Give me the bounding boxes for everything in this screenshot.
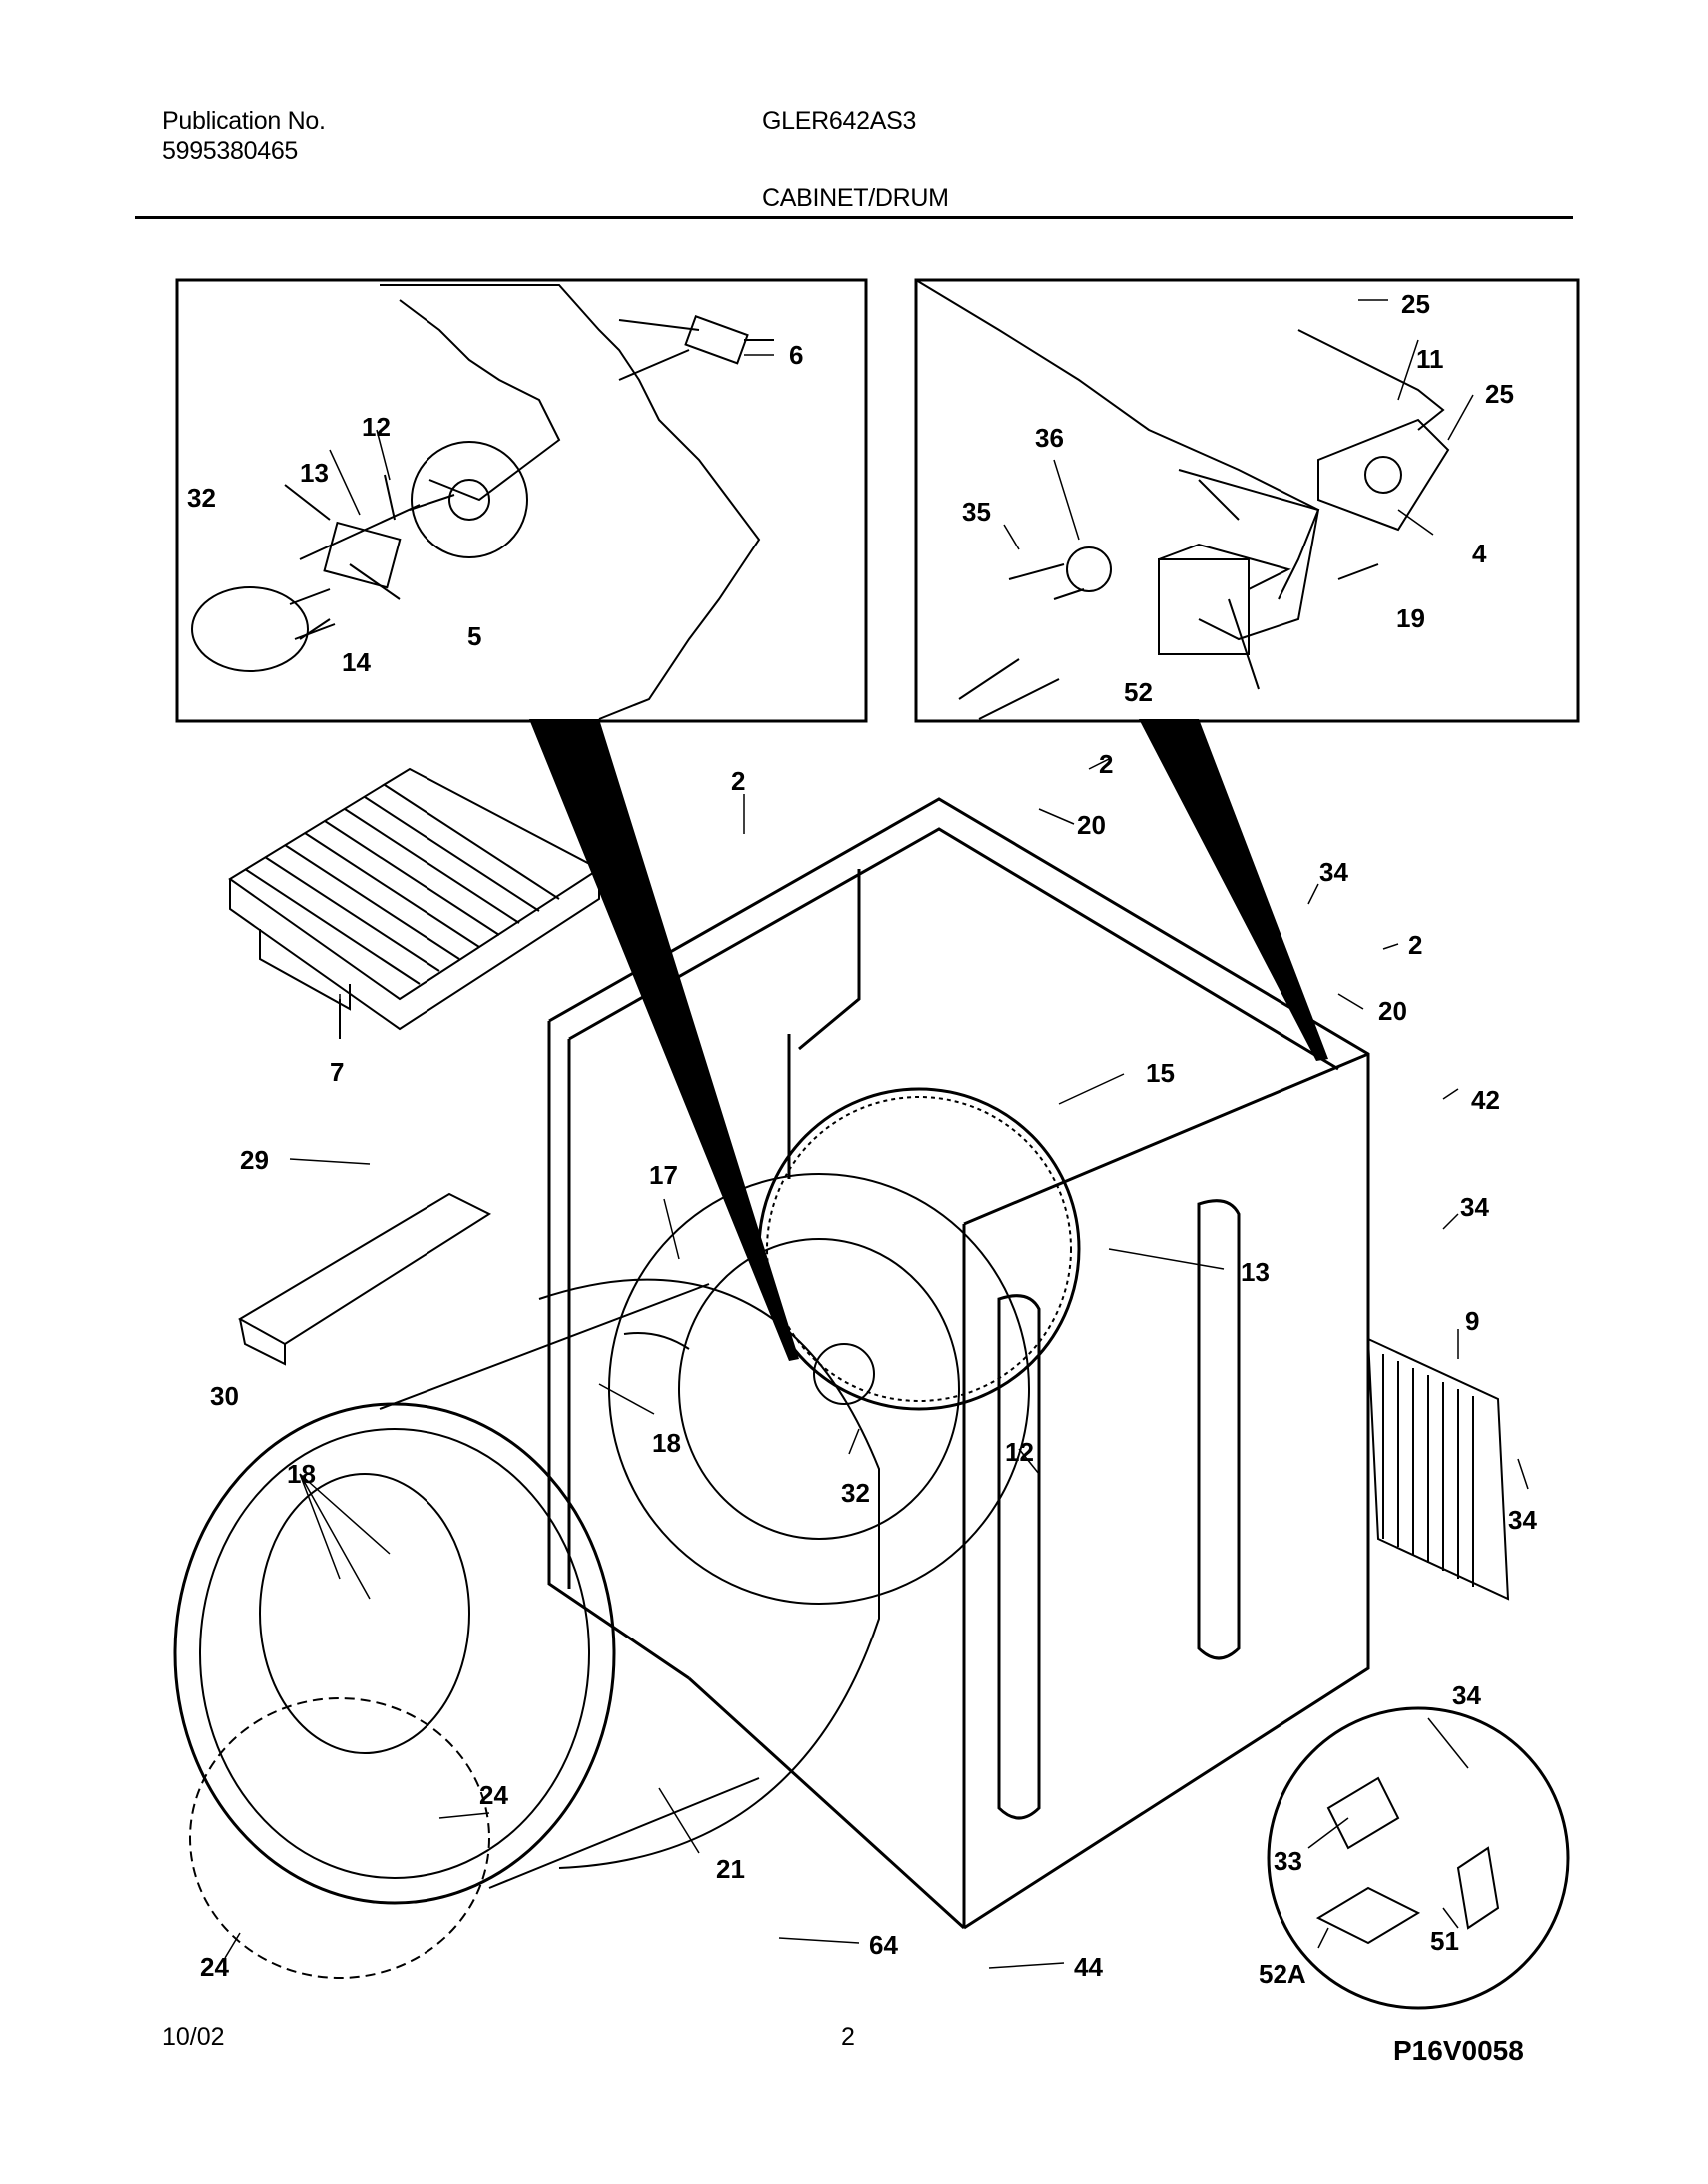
detail-circle (1267, 1706, 1570, 2010)
callouts-inset-left: 6 12 13 32 5 14 (187, 340, 803, 677)
callout-18b: 18 (287, 1459, 316, 1489)
callout-20a: 20 (1077, 810, 1106, 840)
callout-18a: 18 (652, 1428, 681, 1458)
callouts-inset-right: 25 11 25 36 35 4 19 52 (962, 289, 1514, 707)
callout-32: 32 (187, 483, 216, 513)
revision-date: 10/02 (162, 2023, 225, 2051)
callout-19: 19 (1396, 603, 1425, 633)
callout-13: 13 (300, 458, 329, 488)
page-number: 2 (841, 2023, 855, 2051)
callout-2a: 2 (731, 766, 745, 796)
publication-label: Publication No. (162, 107, 326, 135)
callout-7: 7 (330, 1057, 344, 1087)
callout-29: 29 (240, 1145, 269, 1175)
callout-42: 42 (1471, 1085, 1500, 1115)
callout-25b: 25 (1485, 379, 1514, 409)
drum-assembly (173, 1087, 1081, 1979)
model-number: GLER642AS3 (762, 107, 917, 135)
callout-9: 9 (1465, 1306, 1479, 1336)
control-panel-strip (237, 1192, 492, 1366)
wedge-right (1139, 719, 1328, 1061)
callout-24b: 24 (200, 1952, 229, 1982)
callout-30: 30 (210, 1381, 239, 1411)
callout-12m: 12 (1005, 1437, 1034, 1467)
callout-20b: 20 (1378, 996, 1407, 1026)
callout-34c: 34 (1508, 1505, 1537, 1535)
callout-21: 21 (716, 1854, 745, 1884)
callout-32m: 32 (841, 1478, 870, 1508)
rear-grille (1366, 1337, 1510, 1601)
callout-34d: 34 (1452, 1680, 1481, 1710)
callout-44: 44 (1074, 1952, 1103, 1982)
callout-2b: 2 (1099, 749, 1113, 779)
callout-36: 36 (1035, 423, 1064, 453)
callout-15: 15 (1146, 1058, 1175, 1088)
callout-6: 6 (789, 340, 803, 370)
callout-52a: 52A (1259, 1959, 1306, 1989)
callout-25a: 25 (1401, 289, 1430, 319)
diagram-code: P16V0058 (1393, 2035, 1524, 2066)
callout-34a: 34 (1319, 857, 1348, 887)
section-title: CABINET/DRUM (762, 184, 949, 212)
callout-13m: 13 (1241, 1257, 1270, 1287)
callout-33: 33 (1274, 1846, 1302, 1876)
wedge-left (529, 719, 799, 1361)
leader-lines (224, 299, 1529, 1969)
callout-4: 4 (1472, 539, 1487, 568)
callout-14: 14 (342, 647, 371, 677)
callout-12: 12 (362, 412, 391, 442)
cabinet (547, 797, 1370, 1930)
callouts-main: 2 2 20 34 2 20 7 15 42 29 17 34 13 9 30 … (200, 749, 1537, 1989)
inset-right (914, 278, 1580, 723)
callout-34b: 34 (1460, 1192, 1489, 1222)
callout-24a: 24 (479, 1780, 508, 1810)
callout-5: 5 (467, 621, 481, 651)
callout-51: 51 (1430, 1926, 1459, 1956)
callout-52: 52 (1124, 677, 1153, 707)
callout-64: 64 (869, 1930, 898, 1960)
publication-number: 5995380465 (162, 137, 299, 165)
inset-left (175, 278, 868, 723)
callout-35: 35 (962, 497, 991, 527)
header-rule (135, 216, 1573, 219)
callout-2c: 2 (1408, 930, 1422, 960)
drying-rack (228, 767, 601, 1039)
callout-11: 11 (1416, 344, 1444, 374)
callout-17: 17 (649, 1160, 678, 1190)
